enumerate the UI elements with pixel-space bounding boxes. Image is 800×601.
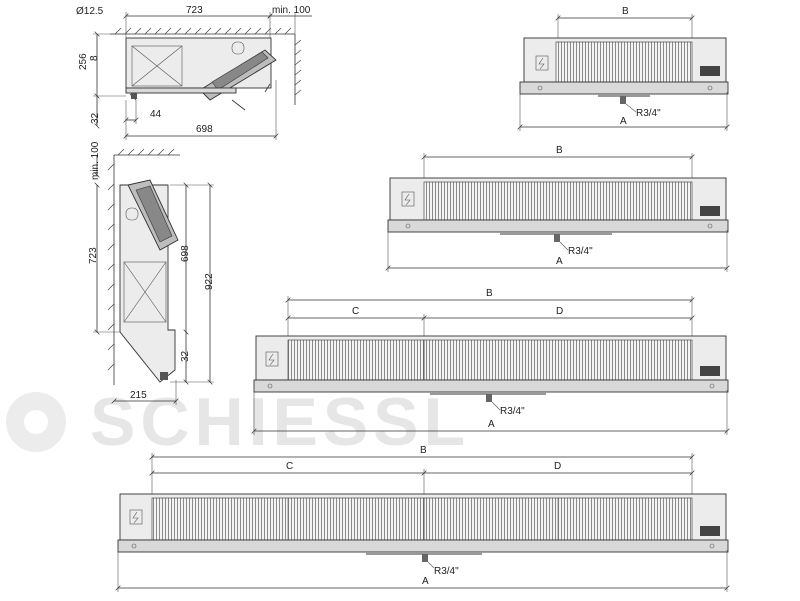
side-view: Ø12.5 723 min. 100 256 8 32 44 698 (76, 5, 312, 140)
dim-min100-top: min. 100 (272, 5, 311, 16)
dim-32-top: 32 (90, 112, 101, 124)
unit-3-dim-c: C (352, 306, 359, 317)
unit-3-dim-d: D (556, 306, 563, 317)
watermark-logo: SCHIESSL (6, 384, 470, 460)
unit-4-dim-d: D (554, 461, 561, 472)
unit-2-elevation: B R3/4" A (388, 145, 728, 272)
unit-4-dim-a: A (422, 576, 429, 587)
dim-8: 8 (89, 55, 100, 61)
wall-view: min. 100 723 698 922 32 215 (88, 141, 215, 405)
unit-1-dim-a: A (620, 116, 627, 127)
dim-215: 215 (130, 390, 147, 401)
unit-4-drain: R3/4" (434, 566, 459, 577)
dim-256: 256 (78, 53, 89, 70)
dim-44: 44 (150, 109, 162, 120)
dim-diameter: Ø12.5 (76, 6, 104, 17)
unit-3-dim-b: B (486, 288, 493, 299)
unit-3-dim-a: A (488, 419, 495, 430)
unit-2-dim-a: A (556, 256, 563, 267)
unit-1-elevation: B R3/4" A (520, 6, 728, 131)
dim-698-top: 698 (196, 124, 213, 135)
dim-min100-side: min. 100 (90, 141, 101, 180)
unit-3-drain: R3/4" (500, 406, 525, 417)
unit-1-drain: R3/4" (636, 108, 661, 119)
unit-2-dim-b: B (556, 145, 563, 156)
unit-4-elevation: B C D R3/4" A (118, 445, 728, 592)
unit-1-dim-b: B (622, 6, 629, 17)
watermark-text: SCHIESSL (90, 384, 470, 460)
unit-4-dim-c: C (286, 461, 293, 472)
dim-698-side: 698 (180, 245, 191, 262)
unit-2-drain: R3/4" (568, 246, 593, 257)
unit-4-dim-b: B (420, 445, 427, 456)
dim-922: 922 (204, 273, 215, 290)
dim-723-top: 723 (186, 5, 203, 16)
dim-723-side: 723 (88, 247, 99, 264)
unit-3-elevation: B C D R3/4" A (254, 288, 728, 435)
dim-32-side: 32 (180, 350, 191, 362)
